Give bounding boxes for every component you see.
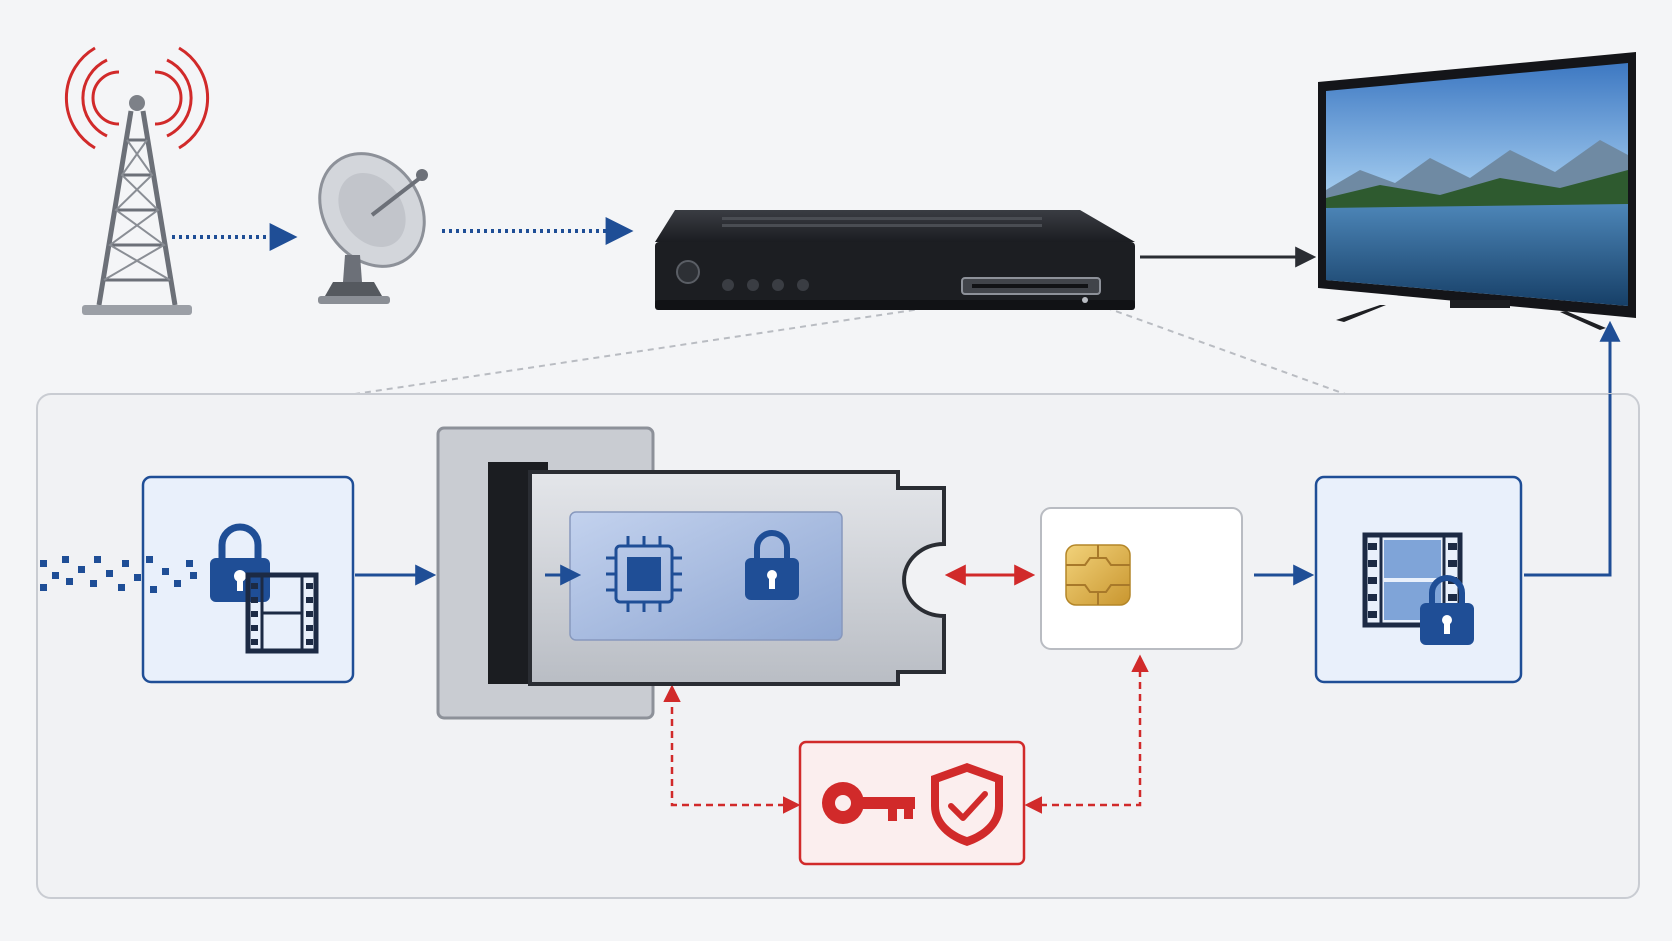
- zoom-guide-left: [354, 299, 981, 395]
- edge-key-to-smartcard-panel: [1024, 654, 1149, 814]
- key-icon: [822, 782, 915, 824]
- key-security-node: [798, 740, 1026, 866]
- satellite-dish-icon: [318, 152, 428, 304]
- decrypted-stream-node: [1314, 475, 1523, 684]
- smart-card: [1040, 507, 1243, 650]
- encrypted-stream-node: [40, 475, 355, 684]
- cam-label: [569, 511, 843, 641]
- module-lock-icon: [745, 530, 799, 600]
- decrypted-stream-box: [1314, 475, 1523, 684]
- antenna-tower-icon: [64, 46, 210, 315]
- cam-card-icon: [436, 426, 946, 720]
- receiver-box-icon: [655, 210, 1135, 310]
- zoom-guide-right: [1084, 299, 1346, 395]
- chip-icon: [606, 536, 682, 612]
- smart-card-chip-icon: [1040, 507, 1243, 650]
- edge-decrypted-out-panel: [1524, 394, 1612, 577]
- tv-icon: [1318, 52, 1636, 330]
- film-strip-icon: [245, 572, 319, 654]
- lock-icon: [210, 523, 270, 602]
- panel-connectors: [355, 394, 1612, 814]
- edge-key-to-module-panel: [663, 684, 801, 814]
- unlock-icon: [1420, 575, 1474, 645]
- shield-check-icon: [931, 763, 1003, 846]
- bitstream-icon: [40, 556, 197, 593]
